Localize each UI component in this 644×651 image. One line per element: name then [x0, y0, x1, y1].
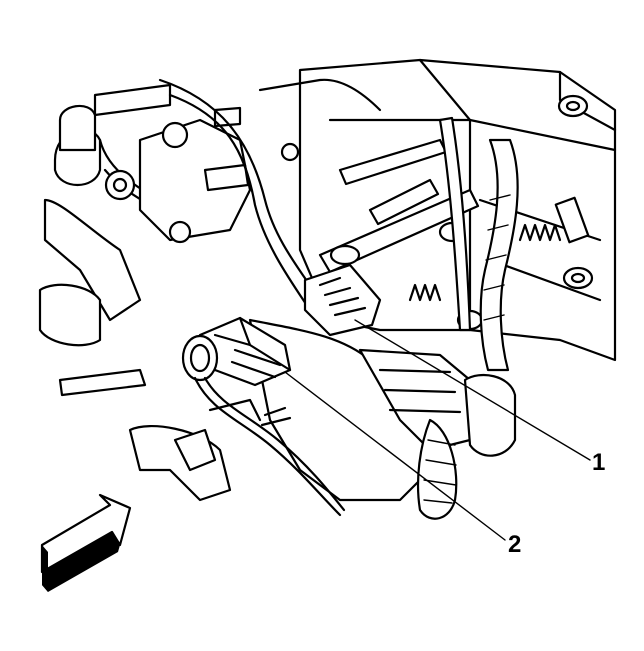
forward-arrow-icon	[40, 493, 132, 592]
leader-line-1	[354, 319, 591, 461]
sensor-mount	[303, 244, 382, 337]
leader-line-2	[284, 371, 506, 541]
fuel-rail	[318, 138, 480, 274]
callout-leaders	[284, 319, 591, 541]
callout-label-1: 1	[592, 449, 605, 476]
sensor-connector	[181, 316, 292, 387]
callout-label-2: 2	[508, 531, 521, 558]
wire-harness-right	[438, 116, 519, 372]
engine-lower	[248, 318, 517, 520]
lower-bracket	[128, 398, 292, 502]
throttle-body	[104, 106, 300, 244]
sensor-cable	[193, 376, 346, 517]
wire-harness-top	[158, 78, 382, 312]
left-hoses	[38, 83, 212, 397]
